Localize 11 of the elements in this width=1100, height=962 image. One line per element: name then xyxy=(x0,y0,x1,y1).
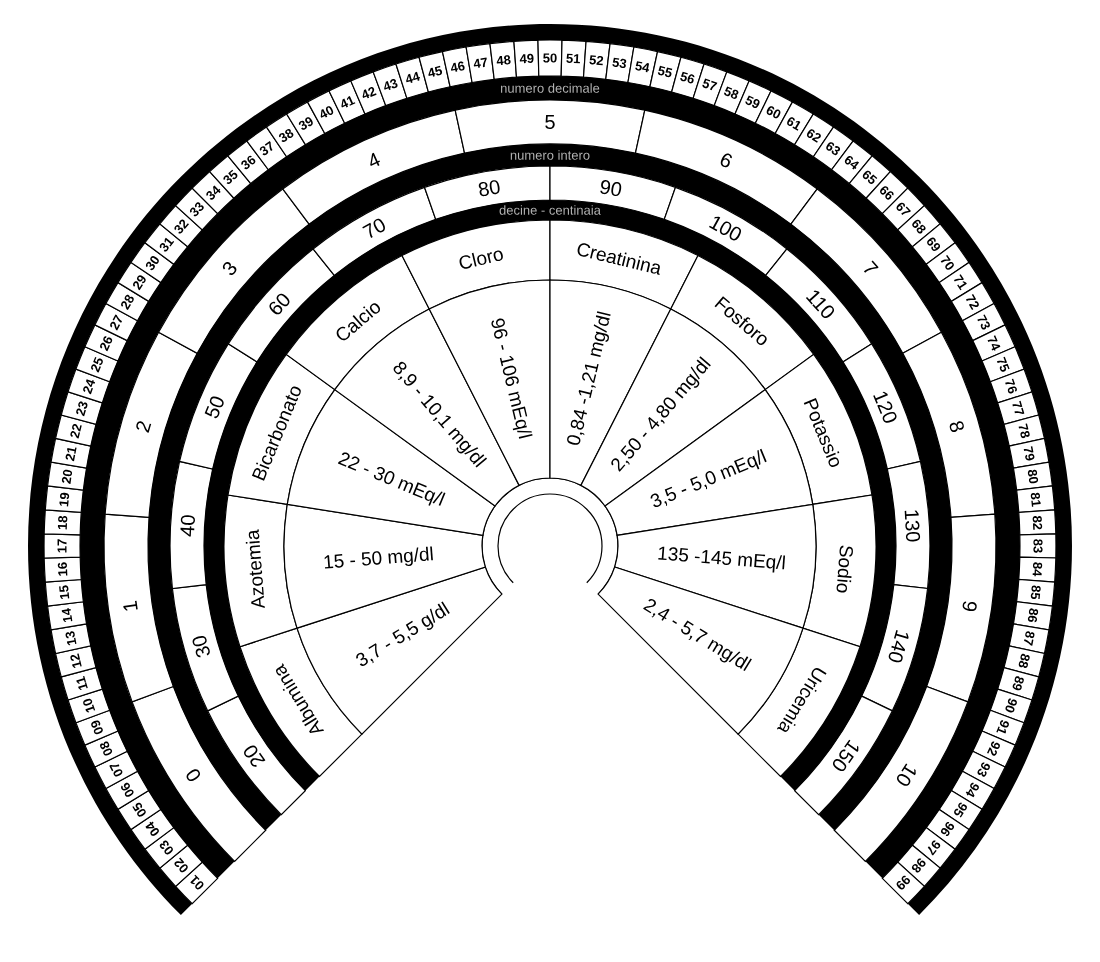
parameter-cell: Sodio xyxy=(802,494,877,648)
scale-cell: 40 xyxy=(169,460,214,590)
scale-cell: 140 xyxy=(861,584,929,712)
parameter-cell: Azotemia xyxy=(223,494,298,648)
scale-cell: 30 xyxy=(171,584,239,712)
scale-cell: 70 xyxy=(312,186,437,277)
scale-cell: 130 xyxy=(886,460,931,590)
scale-cell: 120 xyxy=(842,343,922,470)
parameter-cell: Creatinina xyxy=(549,219,699,310)
parameter-cell: Cloro xyxy=(401,219,551,310)
scale-cell: 100 xyxy=(663,186,788,277)
